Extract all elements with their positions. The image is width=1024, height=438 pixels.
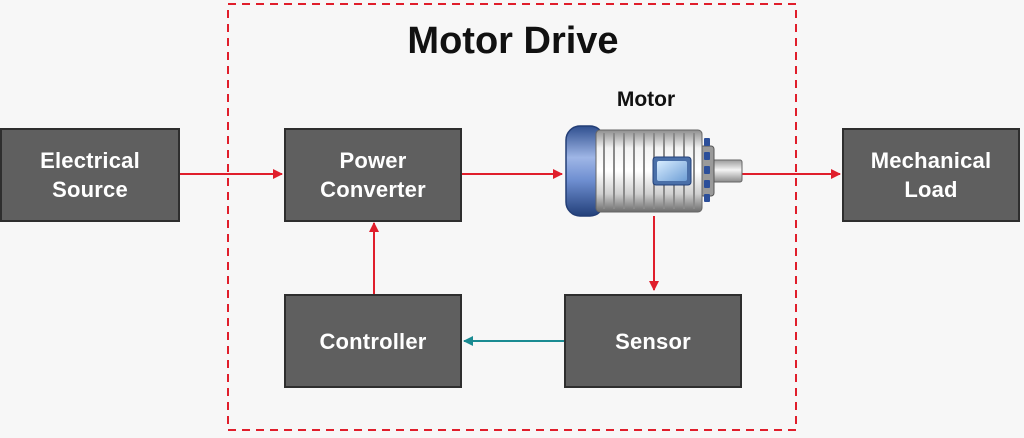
power-converter-label-line1: Power — [339, 148, 407, 173]
motor-drive-boundary — [227, 3, 797, 431]
electric-motor-icon — [565, 125, 743, 217]
electrical-source-label-line1: Electrical — [40, 148, 140, 173]
mechanical-load-block: Mechanical Load — [842, 128, 1020, 222]
sensor-label: Sensor — [615, 328, 691, 354]
diagram-title: Motor Drive — [407, 20, 619, 62]
sensor-block: Sensor — [564, 294, 742, 388]
power-converter-block: Power Converter — [284, 128, 462, 222]
mechanical-load-label-line1: Mechanical — [870, 148, 992, 173]
controller-block: Controller — [284, 294, 462, 388]
mechanical-load-label-line2: Load — [904, 177, 958, 202]
electrical-source-label-line2: Source — [52, 177, 128, 202]
electrical-source-block: Electrical Source — [0, 128, 180, 222]
controller-label: Controller — [319, 328, 427, 354]
power-converter-label-line2: Converter — [320, 177, 426, 202]
motor-label: Motor — [616, 88, 676, 111]
